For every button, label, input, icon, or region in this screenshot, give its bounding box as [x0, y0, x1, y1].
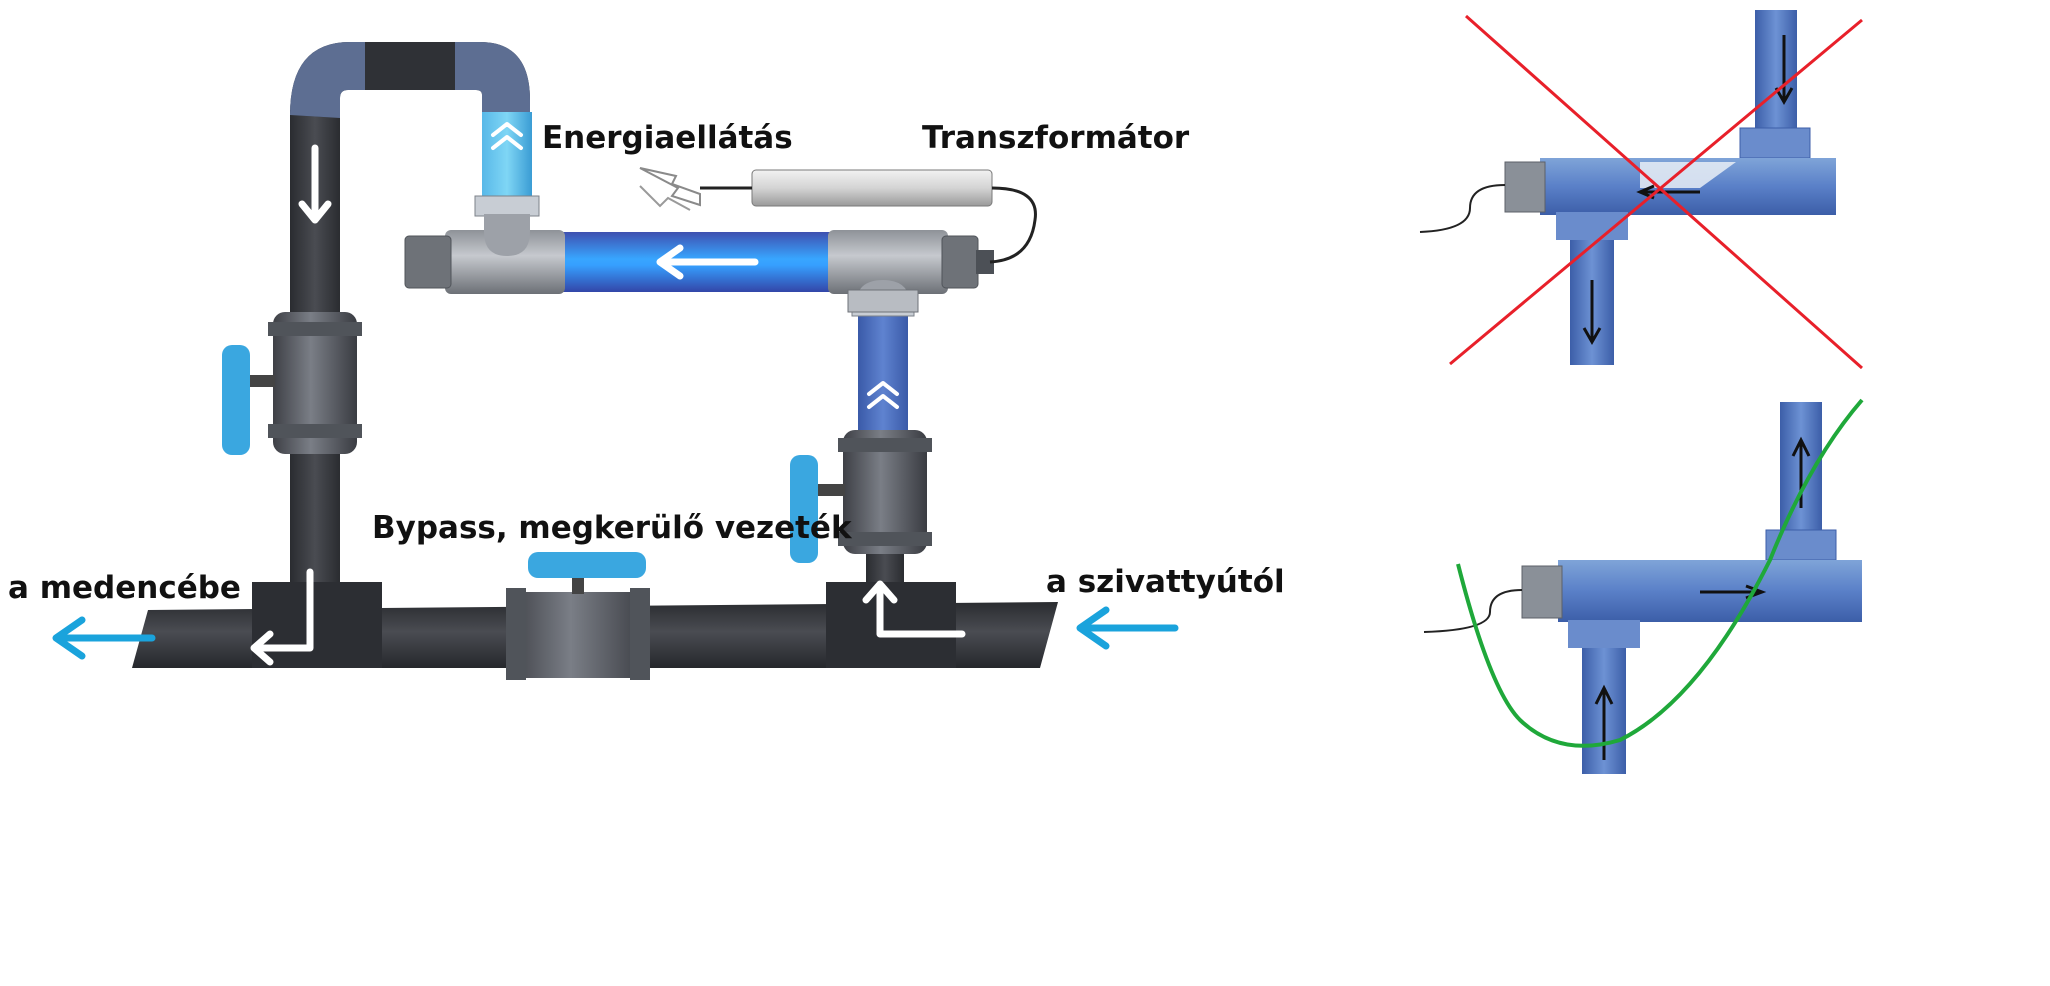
uv-right-cap: [941, 235, 979, 289]
bypass-valve: [506, 552, 650, 680]
right-valve-handle: [790, 455, 818, 563]
uv-flow-arrow: [656, 244, 759, 280]
correct-installation: [1423, 398, 1864, 774]
left-tee: [252, 582, 382, 668]
uv-left-housing: [445, 230, 565, 294]
wrong-installation: [1419, 10, 1863, 370]
chevrons-right: [867, 381, 899, 409]
red-cross: [1449, 14, 1863, 370]
wrong-cap: [1504, 161, 1546, 213]
transformer-box: [751, 169, 993, 207]
correct-cap: [1521, 565, 1563, 619]
uv-unit: [404, 167, 1037, 313]
left-valve-handle: [222, 345, 250, 455]
uv-right-housing: [828, 230, 948, 294]
right-vertical-pipe: [858, 300, 908, 440]
energy-arrow-tail: [639, 185, 691, 211]
wrong-slant: [1640, 162, 1736, 188]
label-energy: Energiaellátás: [542, 120, 793, 156]
left-tee-arrow: [250, 568, 314, 666]
label-from-pump: a szivattyútól: [1046, 564, 1285, 600]
wrong-arrow-bottom: [1582, 280, 1602, 346]
wrong-arrow-top: [1774, 35, 1794, 106]
right-valve: [790, 430, 932, 563]
uv-inlet-pipe: [482, 112, 532, 202]
correct-cable: [1423, 589, 1523, 633]
label-bypass: Bypass, megkerülő vezeték: [372, 510, 852, 546]
uv-right-collar: [847, 289, 919, 313]
flow-arrows-cyan: [52, 606, 1179, 660]
correct-arrow-bottom: [1594, 684, 1614, 760]
pipe-system: [132, 42, 1058, 668]
top-bend-grey: [290, 42, 365, 118]
out-to-pool-arrow: [52, 616, 156, 660]
correct-bottom-collar: [1568, 620, 1640, 648]
uv-end-plug: [976, 250, 994, 274]
wrong-top-pipe: [1755, 10, 1797, 130]
label-to-pool: a medencébe: [8, 570, 241, 606]
right-tee-arrow: [862, 580, 966, 638]
label-transformer: Transzformátor: [922, 120, 1190, 156]
left-valve: [222, 312, 362, 455]
uv-inlet-collar: [474, 195, 540, 217]
in-from-pump-arrow: [1076, 606, 1179, 650]
uv-left-cap: [404, 235, 452, 289]
energy-arrow-icon: [639, 167, 701, 207]
transformer-cable: [989, 186, 1037, 264]
correct-arrow-top: [1791, 436, 1811, 508]
bypass-valve-handle: [528, 552, 646, 578]
chevrons-inlet: [491, 122, 523, 150]
top-bend-grey-right: [455, 42, 530, 118]
down-arrow-left-pipe: [298, 144, 332, 224]
wrong-cable: [1419, 184, 1506, 233]
flow-arrows-white: [250, 122, 966, 666]
uv-left-tee-neck: [484, 214, 530, 256]
green-check: [1456, 398, 1864, 748]
wrong-top-collar: [1739, 127, 1811, 159]
